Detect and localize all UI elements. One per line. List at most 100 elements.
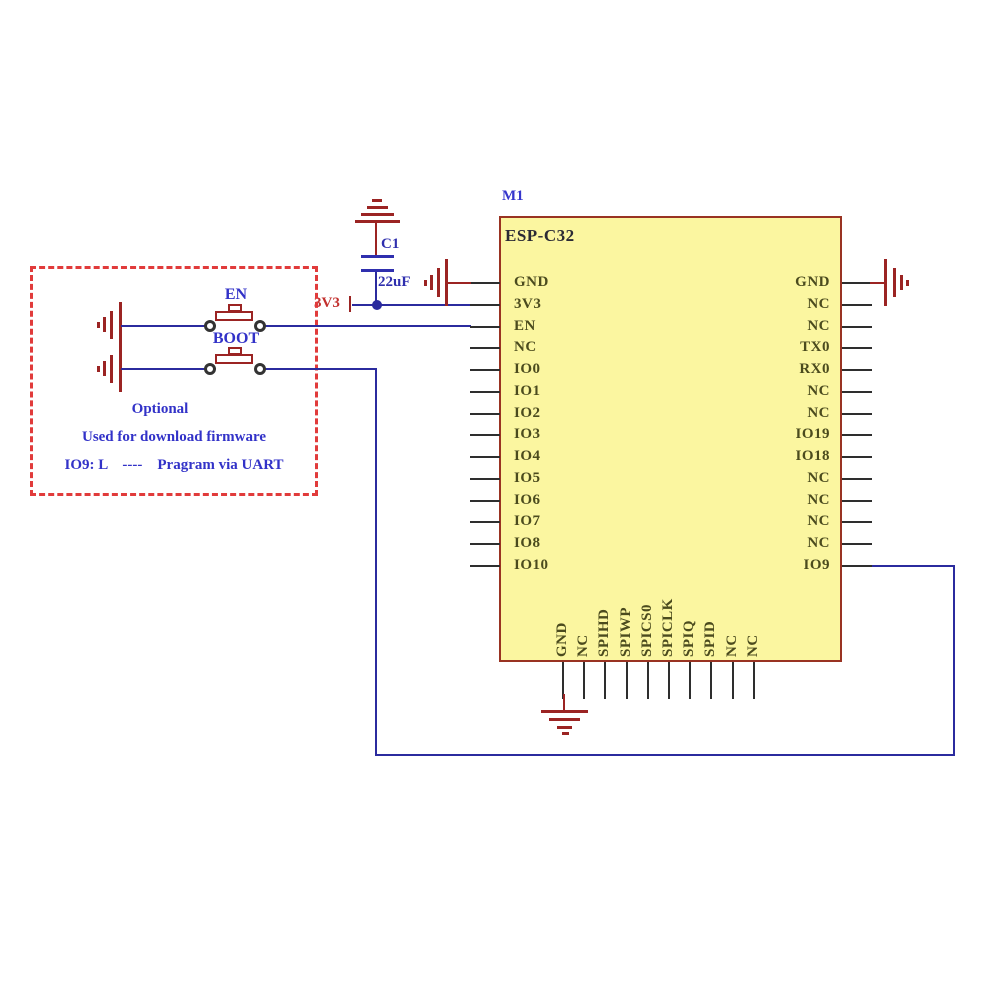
ground-bar (97, 366, 100, 372)
pin-stub-right-NC (842, 326, 872, 328)
pin-stub-bottom-SPID (710, 662, 712, 699)
pin-stub-bottom-SPIHD (604, 662, 606, 699)
optional-dashed-box (30, 266, 318, 496)
capacitor-plate (361, 255, 394, 258)
ground-lead (563, 694, 565, 711)
pin-stub-bottom-NC (583, 662, 585, 699)
pin-stub-left-GND (470, 282, 500, 284)
button-boot-pin (254, 363, 266, 375)
ground-bar (906, 280, 909, 286)
pin-stub-bottom-NC (732, 662, 734, 699)
module-body (499, 216, 842, 662)
ground-bar (893, 268, 896, 297)
pin-label-NC: NC (807, 535, 830, 551)
pin-stub-right-IO18 (842, 456, 872, 458)
pin-stub-right-NC (842, 500, 872, 502)
wire-en-left (121, 325, 205, 327)
ground-bar (119, 302, 122, 348)
pin-label-GND: GND (554, 622, 570, 657)
pin-stub-right-NC (842, 413, 872, 415)
pin-stub-left-NC (470, 347, 500, 349)
pin-stub-right-NC (842, 521, 872, 523)
button-boot-pin (204, 363, 216, 375)
pin-stub-bottom-SPIWP (626, 662, 628, 699)
pin-stub-right-GND (842, 282, 872, 284)
ground-bar (361, 213, 394, 216)
pin-stub-left-IO6 (470, 500, 500, 502)
ground-bar (541, 710, 588, 713)
ground-bar (884, 259, 887, 306)
pin-stub-left-EN (470, 326, 500, 328)
pin-stub-left-IO0 (470, 369, 500, 371)
pin-label-SPICS0: SPICS0 (639, 603, 655, 657)
button-en-pin (204, 320, 216, 332)
button-en-label: EN (224, 286, 248, 303)
pin-label-SPICLK: SPICLK (660, 598, 676, 657)
note-line-2: Used for download firmware (81, 429, 267, 445)
ground-bar (430, 275, 433, 290)
pin-label-NC: NC (807, 513, 830, 529)
pin-label-SPIWP: SPIWP (618, 606, 634, 657)
module-ref: M1 (502, 188, 524, 204)
pin-label-IO18: IO18 (795, 448, 830, 464)
wire-boot-mid (265, 368, 377, 370)
ground-bar (424, 280, 427, 286)
ground-bar (557, 726, 572, 729)
pin-stub-bottom-SPIQ (689, 662, 691, 699)
pin-label-NC: NC (807, 470, 830, 486)
module-name: ESP-C32 (505, 226, 575, 245)
pin-label-IO2: IO2 (514, 405, 541, 421)
net-label-3v3: 3V3 (314, 295, 340, 311)
pin-label-NC: NC (807, 383, 830, 399)
capacitor-plate (361, 269, 394, 272)
ground-bar (445, 259, 448, 306)
button-en-pin (254, 320, 266, 332)
ground-bar (119, 346, 122, 392)
ground-bar (900, 275, 903, 290)
ground-bar (355, 220, 400, 223)
note-line-3: IO9: L ---- Pragram via UART (64, 457, 284, 473)
pin-label-NC: NC (807, 405, 830, 421)
ground-bar (367, 206, 388, 209)
pin-stub-left-IO4 (470, 456, 500, 458)
pin-stub-right-RX0 (842, 369, 872, 371)
pin-stub-left-IO10 (470, 565, 500, 567)
pin-stub-bottom-NC (753, 662, 755, 699)
pin-label-NC: NC (514, 339, 537, 355)
pin-label-NC: NC (575, 634, 591, 657)
pin-stub-left-IO5 (470, 478, 500, 480)
pin-stub-left-3V3 (470, 304, 500, 306)
pin-label-GND: GND (514, 274, 549, 290)
pin-label-NC: NC (807, 492, 830, 508)
ground-bar (110, 355, 113, 383)
pin-stub-left-IO7 (470, 521, 500, 523)
pin-label-GND: GND (795, 274, 830, 290)
pin-stub-right-NC (842, 304, 872, 306)
pin-label-NC: NC (724, 634, 740, 657)
pin-stub-left-IO1 (470, 391, 500, 393)
ground-lead (870, 282, 885, 284)
ground-lead (375, 223, 377, 257)
button-en-body (215, 311, 253, 321)
pin-stub-right-NC (842, 478, 872, 480)
pin-stub-left-IO3 (470, 434, 500, 436)
ground-bar (110, 311, 113, 339)
wire-boot-left (121, 368, 205, 370)
button-boot-label: BOOT (212, 330, 260, 347)
pin-label-IO1: IO1 (514, 383, 541, 399)
pin-label-IO9: IO9 (803, 557, 830, 573)
pin-stub-right-NC (842, 543, 872, 545)
pin-stub-bottom-SPICS0 (647, 662, 649, 699)
pin-label-IO10: IO10 (514, 557, 549, 573)
wire-bottom-horizontal (375, 754, 955, 756)
wire-junction-dot (372, 300, 382, 310)
pin-label-IO4: IO4 (514, 448, 541, 464)
pin-label-NC: NC (807, 296, 830, 312)
pin-stub-right-IO19 (842, 434, 872, 436)
wire-right-vertical (953, 565, 955, 756)
wire-3v3 (352, 304, 476, 306)
pin-label-EN: EN (514, 318, 536, 334)
ground-bar (549, 718, 580, 721)
pin-label-3V3: 3V3 (514, 296, 542, 312)
pin-stub-bottom-GND (562, 662, 564, 699)
